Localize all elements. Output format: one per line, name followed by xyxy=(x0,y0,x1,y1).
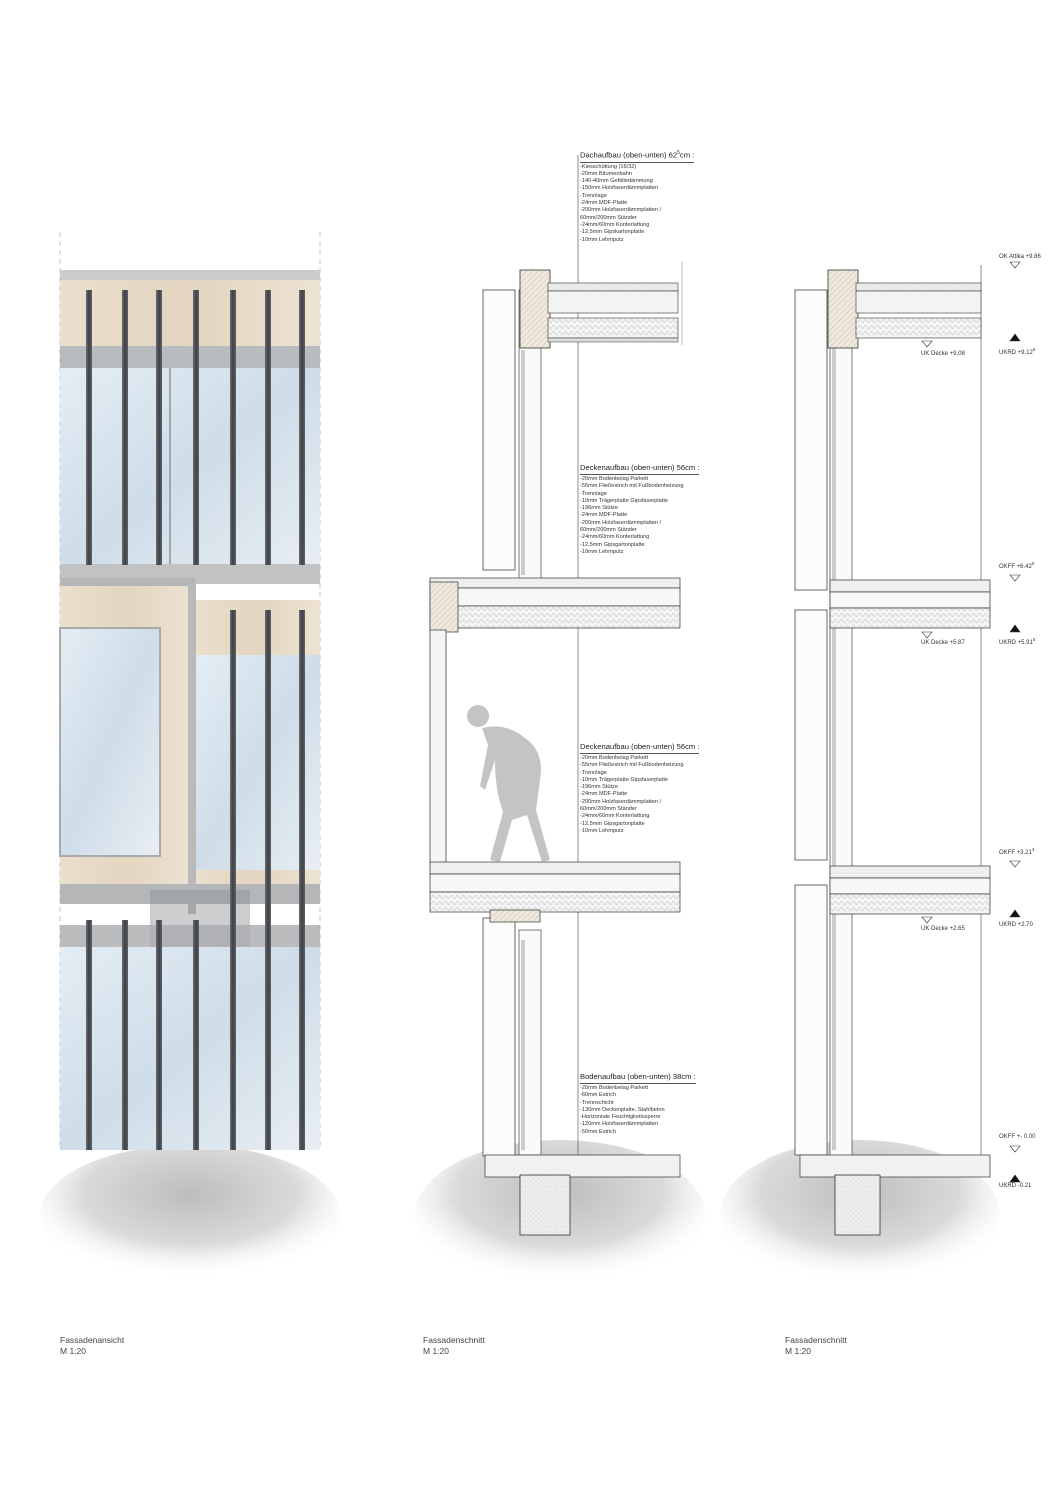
caption-section-2: Fassadenschnitt M 1:20 xyxy=(785,1335,847,1357)
spec-line: -20mm Bodenbelag Parkett xyxy=(580,1085,649,1091)
spec-line: -20mm Bitumenbahn xyxy=(580,170,632,177)
caption-scale: M 1:20 xyxy=(60,1346,86,1356)
spec-line: -24mm/60mm Konterlattung xyxy=(580,813,650,820)
ceiling-lower-build-up-spec: Deckenaufbau (oben-unten) 56cm : -20mm B… xyxy=(580,742,700,835)
facade-section xyxy=(720,261,1021,1290)
steel-fins xyxy=(86,290,305,1150)
level-ukrd-912: UKRD +9.126 xyxy=(999,347,1036,356)
person-silhouette xyxy=(467,705,550,862)
spec-line: -12,5mm Gipsgartonplatte xyxy=(580,541,645,548)
ceiling-upper-build-up-spec: Deckenaufbau (oben-unten) 56cm : -20mm B… xyxy=(580,463,700,556)
level-ukrd-021: UKRD -0.21 xyxy=(999,1183,1032,1189)
roof-build-up-spec: Dachaufbau (oben-unten) 625cm : -Kiessch… xyxy=(580,148,695,244)
caption-elevation: Fassadenansicht M 1:20 xyxy=(60,1335,124,1357)
caption-title: Fassadenansicht xyxy=(60,1335,125,1345)
level-uk-decke-908: UK Decke +9,08 xyxy=(921,351,965,357)
floor-spec-title: Bodenaufbau (oben-unten) 38cm : xyxy=(580,1072,696,1084)
spec-line: -Trennlage xyxy=(580,769,607,776)
spec-line: -24mm MDF-Platte xyxy=(580,512,628,519)
spec-line: -20mm Bodenbelag Parkett xyxy=(580,476,649,482)
spec-line: -55mm Fließestrich mit Fußbodenheizung xyxy=(580,762,684,769)
spec-line: -24mm/60mm Konterlattung xyxy=(580,534,650,541)
caption-scale: M 1:20 xyxy=(423,1346,449,1356)
spec-line: -12,5mm Gipsgartonplatte xyxy=(580,820,645,827)
level-okff-642: OKFF +6.426 xyxy=(999,561,1035,570)
spec-line: -Trennlage xyxy=(580,192,607,199)
spec-line: -12,5mm Gipskartonplatte xyxy=(580,229,645,236)
caption-section-1: Fassadenschnitt M 1:20 xyxy=(423,1335,485,1357)
level-ukrd-591: UKRD +5.915 xyxy=(999,637,1036,646)
level-uk-decke-265: UK Decke +2.65 xyxy=(921,926,965,932)
caption-title: Fassadenschnitt xyxy=(785,1335,847,1345)
spec-line: -24mm MDF-Platte xyxy=(580,200,628,207)
facade-section-with-person xyxy=(415,155,705,1290)
spec-line: 60mm/200mm Ständer xyxy=(580,527,637,534)
spec-line: 60mm/200mm Ständer xyxy=(580,806,637,813)
level-ok-attika: OK Attika +9.86 xyxy=(999,254,1041,260)
spec-line: -10mm Lehmputz xyxy=(580,827,624,834)
facade-elevation xyxy=(40,232,340,1285)
spec-line: -200mm Holzfaserdämmplatten / xyxy=(580,519,662,526)
spec-line: -200mm Holzfaserdämmplatten / xyxy=(580,207,662,214)
spec-line: -60mm Estrich xyxy=(580,1092,617,1099)
caption-title: Fassadenschnitt xyxy=(423,1335,485,1345)
level-uk-decke-587: UK Decke +5.87 xyxy=(921,640,965,646)
spec-line: -150mm Holzfaserdämmplatten xyxy=(580,185,659,192)
spec-line: -10mm Trägerplatte Gipsfaserplatte xyxy=(580,776,668,783)
spec-line: -200mm Holzfaserdämmplatten / xyxy=(580,798,662,805)
spec-line: -196mm Stütze xyxy=(580,505,618,512)
spec-line: -140-40mm Gefälledämmung xyxy=(580,178,653,185)
spec-line: -10mm Lehmputz xyxy=(580,548,624,555)
spec-line: -10mm Trägerplatte Gipsfaserplatte xyxy=(580,497,668,504)
roof-spec-title: Dachaufbau (oben-unten) 625cm : xyxy=(580,148,695,163)
spec-line: -Trennschicht xyxy=(580,1099,614,1106)
spec-line: -24mm/60mm Konterlattung xyxy=(580,221,650,228)
level-okff-000: OKFF +- 0.00 xyxy=(999,1134,1036,1140)
spec-line: -Trennlage xyxy=(580,490,607,497)
spec-line: -130mm Deckenplatte, Stahlbeton xyxy=(580,1106,665,1113)
level-markers xyxy=(921,261,1021,1183)
floor-build-up-spec: Bodenaufbau (oben-unten) 38cm : -20mm Bo… xyxy=(580,1072,696,1136)
spec-line: -120mm Holzfaserdämmplatten xyxy=(580,1121,659,1128)
spec-line: -20mm Bodenbelag Parkett xyxy=(580,755,649,761)
spec-line: -24mm MDF-Platte xyxy=(580,791,628,798)
ceiling-upper-spec-title: Deckenaufbau (oben-unten) 56cm : xyxy=(580,463,700,475)
spec-line: 60mm/200mm Ständer xyxy=(580,214,637,221)
ceiling-lower-spec-title: Deckenaufbau (oben-unten) 56cm : xyxy=(580,742,700,754)
level-okff-321: OKFF +3.213 xyxy=(999,847,1035,856)
level-ukrd-270: UKRD +2.70 xyxy=(999,922,1033,928)
spec-line: -196mm Stütze xyxy=(580,784,618,791)
spec-line: -Kiesschüttung (16/32) xyxy=(580,163,637,170)
spec-line: -10mm Lehmputz xyxy=(580,236,624,243)
spec-line: -50mm Estrich xyxy=(580,1128,617,1135)
caption-scale: M 1:20 xyxy=(785,1346,811,1356)
spec-line: -55mm Fließestrich mit Fußbodenheizung xyxy=(580,483,684,490)
spec-line: -Horizontale Feuchtigkeitssperre xyxy=(580,1114,661,1121)
